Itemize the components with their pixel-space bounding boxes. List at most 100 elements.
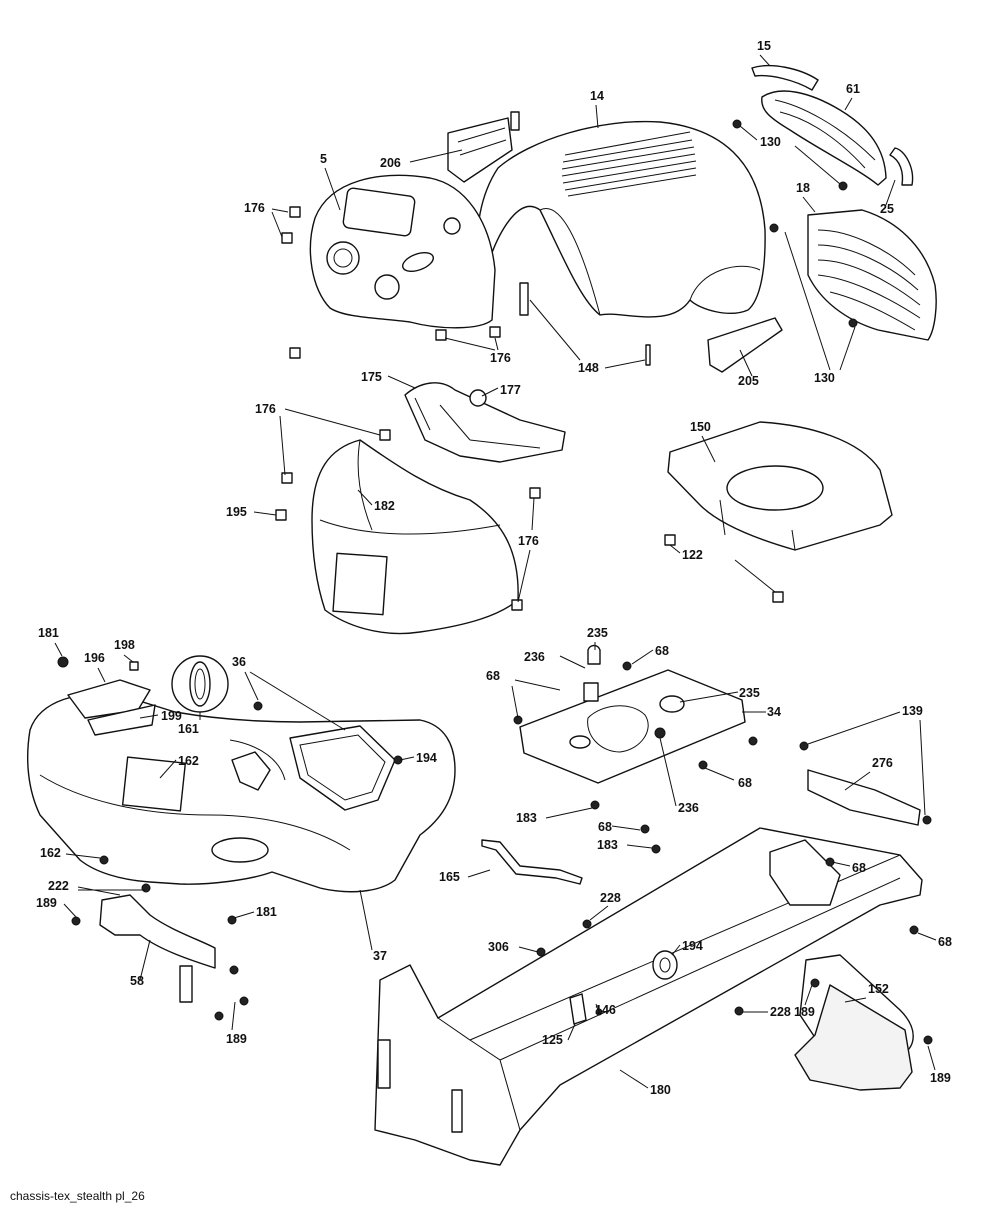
leader-line-235 — [679, 691, 739, 703]
leader-line-180 — [619, 1069, 649, 1089]
callout-205: 205 — [738, 374, 759, 388]
leader-line-130 — [784, 231, 831, 371]
leader-line-146 — [595, 1003, 599, 1011]
callout-37: 37 — [373, 949, 387, 963]
callout-25: 25 — [880, 202, 894, 216]
leader-line-148 — [604, 359, 646, 369]
leader-line-206 — [409, 149, 463, 163]
leader-line-152 — [844, 997, 867, 1003]
leader-line-25 — [885, 179, 896, 206]
shield-part — [794, 984, 913, 1091]
callout-161: 161 — [178, 722, 199, 736]
leader-line-122 — [669, 544, 681, 554]
screw-parts — [732, 119, 858, 328]
fender-part — [26, 693, 456, 893]
callout-58: 58 — [130, 974, 144, 988]
leader-line-176 — [517, 549, 531, 603]
callout-189: 189 — [36, 896, 57, 910]
leader-line-130 — [794, 145, 841, 185]
leader-line-189 — [927, 1045, 936, 1071]
callout-162: 162 — [40, 846, 61, 860]
callout-194: 194 — [682, 939, 703, 953]
callout-198: 198 — [114, 638, 135, 652]
leader-line-236 — [559, 655, 586, 669]
leader-line-198 — [123, 654, 134, 663]
callout-61: 61 — [846, 82, 860, 96]
leader-line-306 — [518, 946, 539, 953]
leader-line-182 — [357, 489, 373, 506]
leader-line-222 — [77, 886, 121, 896]
callout-122: 122 — [682, 548, 703, 562]
callout-189: 189 — [930, 1071, 951, 1085]
callout-130: 130 — [814, 371, 835, 385]
callout-68: 68 — [938, 935, 952, 949]
leader-line-162 — [65, 853, 101, 859]
callout-130: 130 — [760, 135, 781, 149]
callout-181: 181 — [38, 626, 59, 640]
callout-125: 125 — [542, 1033, 563, 1047]
hood-insert-part — [707, 317, 783, 373]
leader-line-176 — [271, 211, 283, 238]
callout-165: 165 — [439, 870, 460, 884]
clip-part — [569, 993, 587, 1025]
leader-line-176 — [271, 208, 289, 213]
callout-306: 306 — [488, 940, 509, 954]
leader-line-189 — [63, 903, 77, 918]
leader-line-36 — [249, 671, 346, 731]
leader-line-61 — [844, 97, 853, 111]
leader-line-139 — [807, 711, 901, 745]
grommet-hole — [659, 957, 671, 973]
leader-line-36 — [244, 671, 259, 701]
seat-part — [667, 421, 893, 551]
leader-line-68 — [611, 825, 641, 831]
leader-line-15 — [759, 54, 771, 67]
callout-176: 176 — [244, 201, 265, 215]
leader-line-165 — [467, 869, 491, 878]
callout-183: 183 — [597, 838, 618, 852]
leader-line-139 — [919, 719, 926, 816]
fastener-parts — [275, 206, 784, 611]
callout-162: 162 — [178, 754, 199, 768]
hood-bracket-part — [447, 111, 520, 183]
leader-line-130 — [739, 125, 758, 141]
mount-plate-part — [519, 644, 746, 784]
callout-68: 68 — [738, 776, 752, 790]
callout-139: 139 — [902, 704, 923, 718]
leader-line-189 — [231, 1001, 236, 1031]
callout-176: 176 — [255, 402, 276, 416]
callout-222: 222 — [48, 879, 69, 893]
dash-panel-part — [309, 174, 496, 329]
callout-189: 189 — [226, 1032, 247, 1046]
mount-bracket-part — [99, 894, 216, 1003]
grille-frame-part — [807, 209, 937, 341]
callout-199: 199 — [161, 709, 182, 723]
leader-lines — [54, 54, 937, 1089]
callout-228: 228 — [600, 891, 621, 905]
leader-line-130 — [839, 326, 856, 371]
callout-175: 175 — [361, 370, 382, 384]
leader-line-176 — [444, 337, 496, 351]
callout-235: 235 — [739, 686, 760, 700]
callout-181: 181 — [256, 905, 277, 919]
leader-line-125 — [567, 1023, 576, 1041]
callout-68: 68 — [655, 644, 669, 658]
callout-148: 148 — [578, 361, 599, 375]
leader-line-122 — [734, 559, 776, 593]
callout-68: 68 — [598, 820, 612, 834]
callout-189: 189 — [794, 1005, 815, 1019]
callout-196: 196 — [84, 651, 105, 665]
rod-part — [481, 839, 583, 885]
leader-line-176 — [494, 337, 499, 351]
leader-line-189 — [804, 984, 813, 1006]
leader-line-199 — [139, 714, 159, 719]
lens-part — [889, 147, 914, 186]
leader-line-18 — [802, 196, 816, 213]
callout-68: 68 — [486, 669, 500, 683]
callout-176: 176 — [518, 534, 539, 548]
leader-line-181 — [233, 911, 255, 919]
leader-line-14 — [595, 104, 599, 129]
callout-235: 235 — [587, 626, 608, 640]
